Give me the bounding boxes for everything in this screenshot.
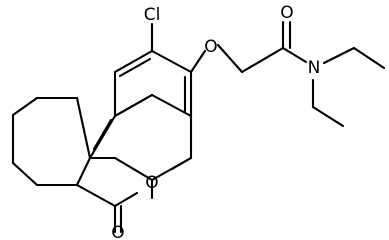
lactone-oxygen-atom-label: O [111,223,124,238]
bond [88,114,117,160]
bond-group [11,20,386,234]
bond [352,46,386,70]
amide-nitrogen-atom-label: N [308,58,321,78]
bond [281,46,308,64]
bond [92,118,113,151]
bond [150,93,193,118]
bond [113,156,154,182]
bond [216,43,244,74]
bond [75,96,92,160]
bond [113,93,154,118]
bond [189,49,207,74]
bond [311,105,345,128]
bond [170,156,193,171]
bond [113,49,154,74]
bond [118,57,152,78]
bond [75,156,92,187]
ether-oxygen-atom-label: O [204,37,217,57]
bond [75,183,117,208]
bond [113,191,139,208]
amide-oxygen-atom-label: O [280,3,293,23]
bond [322,46,356,65]
atom-label-group: Cl O O N O O [111,3,320,238]
ring-oxygen-atom-label: O [145,173,158,193]
bond [150,49,193,74]
chlorine-atom-label: Cl [144,5,161,25]
bond [240,46,285,74]
bond [11,96,39,117]
bond [11,161,39,187]
